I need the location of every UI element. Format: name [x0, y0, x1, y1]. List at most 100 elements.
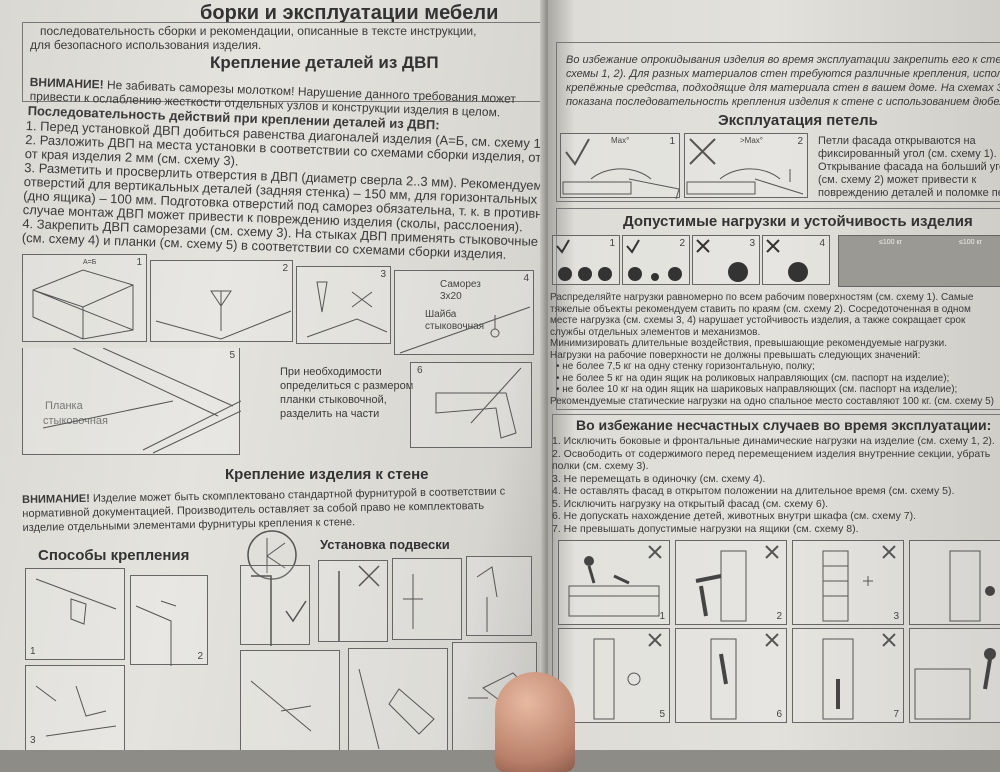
loads-text: Минимизировать длительные воздействия, п… — [550, 338, 947, 349]
hanger-figure-4 — [466, 556, 532, 636]
warning-label: ВНИМАНИЕ! — [22, 492, 90, 506]
safety-figure-8 — [909, 628, 1000, 723]
cross-icon — [686, 138, 804, 195]
figure-number: 1 — [30, 646, 36, 657]
loads-text: тяжелые объекты рекомендуем ставить по к… — [550, 303, 971, 315]
figure-number: 3 — [893, 611, 899, 622]
intro-line: крепёжные средства, подходящие для матер… — [566, 82, 1000, 94]
hinges-text: (см. схему 2) может привести к — [818, 174, 977, 186]
figure-5: 5 Планка стыковочная — [22, 348, 241, 455]
open-door-clock-drawing — [593, 633, 662, 720]
dowel-drawing — [35, 685, 117, 737]
figure-6: 6 — [410, 362, 532, 448]
section-title-wall-mount: Крепление изделия к стене — [225, 466, 429, 483]
figure-number: 2 — [679, 238, 685, 249]
hanger-figure-5 — [240, 650, 340, 750]
safety-item: 5. Исключить нагрузку на открытый фасад … — [552, 497, 829, 510]
hinges-text: фиксированный угол (см. схему 1). — [818, 148, 997, 160]
diagonal-label: А=Б — [83, 259, 97, 266]
child-on-bed-drawing — [568, 545, 662, 617]
bracket-drawing — [35, 578, 117, 625]
check-icon — [562, 138, 680, 199]
screw-label: Саморез — [440, 279, 481, 290]
load-figure-5: ≤100 кг ≤100 кг — [838, 235, 1000, 287]
max-angle-label: Max° — [611, 136, 630, 145]
hinges-text: Петли фасада открываются на — [818, 135, 976, 147]
loads-text: месте нагрузка (см. схемы 3, 4) нарушает… — [550, 315, 966, 326]
loads-text: Распределяйте нагрузки равномерно по все… — [550, 292, 974, 303]
weight-label: ≤100 кг — [879, 239, 903, 246]
safety-item: полки (см. схему 3). — [552, 460, 649, 472]
strip-label: Планка — [45, 400, 83, 412]
safety-title: Во избежание несчастных случаев во время… — [576, 417, 992, 433]
figure-number: 6 — [417, 365, 423, 376]
weight-label: ≤100 кг — [959, 239, 983, 246]
cabinet-shelves-drawing — [822, 545, 896, 622]
screw-drawing — [250, 680, 312, 732]
over-max-angle-label: >Max° — [740, 136, 763, 145]
child-in-wardrobe-drawing — [822, 633, 896, 720]
strip-note: определиться с размером — [280, 380, 414, 392]
safety-figure-1: 1 — [558, 540, 670, 625]
figure-number: 2 — [797, 136, 803, 147]
figure-2: 2 — [150, 260, 293, 342]
figure-number: 4 — [819, 238, 825, 249]
figure-3: 3 — [296, 266, 391, 344]
corner-bracket-drawing — [135, 600, 177, 666]
load-figure-3: 3 — [692, 235, 760, 285]
intro-line: показана последовательность крепления из… — [566, 96, 1000, 108]
mount-figure-2: 2 — [130, 575, 208, 666]
mount-figure-1: 1 — [25, 568, 125, 660]
load-figure-1: 1 — [552, 235, 620, 285]
strip-note: планки стыковочной, — [280, 394, 387, 406]
drill-drawing — [358, 668, 435, 750]
drawer-overload-drawing — [914, 648, 996, 720]
loads-bullet: • не более 7,5 кг на одну стенку горизон… — [556, 361, 815, 372]
strip-note: При необходимости — [280, 366, 382, 378]
moving-alone-drawing — [949, 550, 995, 622]
safety-item: 4. Не оставлять фасад в открытом положен… — [552, 485, 955, 497]
check-icon — [251, 575, 307, 646]
safety-item: 1. Исключить боковые и фронтальные динам… — [552, 435, 995, 447]
hinges-title: Эксплуатация петель — [718, 112, 878, 129]
figure-number: 2 — [776, 611, 782, 622]
safety-figure-5: 5 — [558, 628, 670, 723]
figure-number: 2 — [282, 263, 288, 274]
cabinet-diagonal-drawing — [32, 269, 134, 340]
washer-drawing — [399, 306, 531, 354]
weight-concentrated-drawing — [766, 239, 808, 282]
washer-label: Шайба — [425, 309, 457, 320]
document-title: борки и эксплуатации мебели — [200, 2, 499, 24]
safety-figure-4 — [909, 540, 1000, 625]
hanging-on-door-drawing — [710, 633, 779, 720]
finger-holding-page — [495, 672, 575, 772]
load-figure-2: 2 — [622, 235, 690, 285]
screw-drawing — [306, 281, 388, 338]
screwdriver-drawing — [403, 574, 423, 629]
hanger-bracket-drawing — [476, 566, 498, 632]
figure-number: 7 — [893, 709, 899, 720]
loads-bullet: • не более 10 кг на один ящик на шариков… — [556, 384, 958, 395]
loads-footer: Рекомендуемые статические нагрузки на од… — [550, 395, 994, 407]
figure-number: 1 — [136, 257, 142, 268]
right-page: Во избежание опрокидывания изделия во вр… — [548, 0, 1000, 750]
loads-text: Нагрузки на рабочие поверхности не должн… — [550, 349, 921, 361]
board-layout-drawing — [155, 290, 292, 340]
hinge-figure-1: 1 Max° — [560, 133, 680, 199]
hanger-figure-2 — [318, 560, 388, 642]
loads-title: Допустимые нагрузки и устойчивость издел… — [623, 213, 973, 230]
safety-item: 2. Освободить от содержимого перед перем… — [552, 447, 991, 460]
strip-drawing — [42, 348, 241, 454]
figure-number: 2 — [197, 651, 203, 662]
loads-frame — [556, 208, 1000, 410]
weights-edges-drawing — [626, 239, 682, 281]
washer-label: стыковочная — [425, 321, 485, 332]
figure-number: 1 — [669, 136, 675, 147]
figure-number: 3 — [30, 735, 36, 746]
safety-item: 3. Не перемещать в одиночку (см. схему 4… — [552, 472, 766, 485]
intro-line: последовательность сборки и рекомендации… — [40, 24, 477, 38]
intro-line: схемы 1, 2). Для разных материалов стен … — [566, 68, 1000, 80]
load-figure-4: 4 — [762, 235, 830, 285]
strip-note: разделить на части — [280, 408, 380, 420]
hanger-detail-icon — [247, 530, 297, 580]
